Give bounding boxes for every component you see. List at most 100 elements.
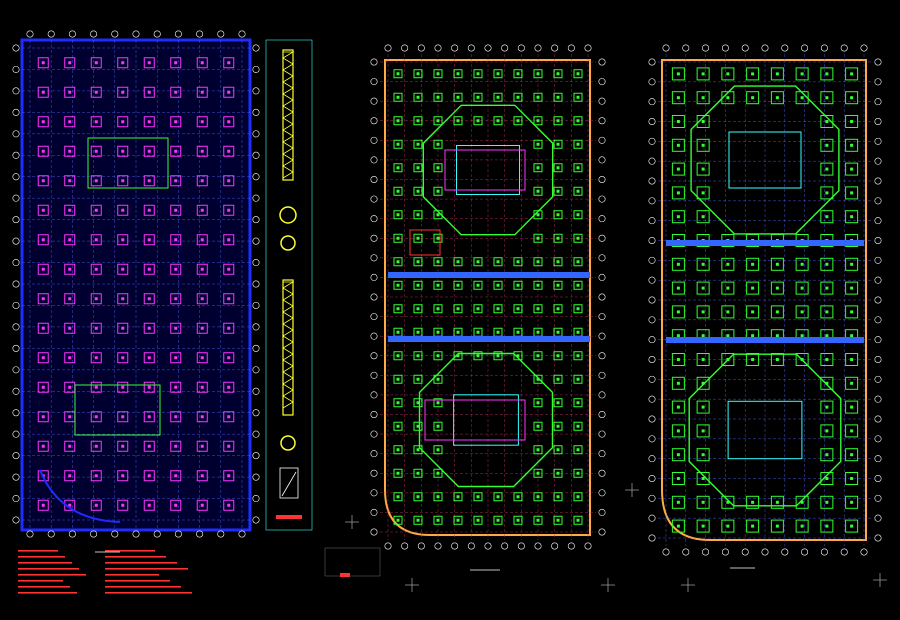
column-core [556, 72, 560, 76]
column-core [576, 142, 580, 146]
column-core [436, 471, 440, 475]
axis-bubble-right [598, 469, 606, 477]
axis-bubble-top [534, 44, 542, 52]
column-core [825, 143, 829, 147]
column-core [68, 238, 72, 242]
column-core [516, 119, 520, 123]
column-core [396, 448, 400, 452]
axis-bubble-right [252, 323, 260, 331]
axis-bubble-left [370, 489, 378, 497]
panel3-columns [671, 67, 859, 533]
column-block [170, 57, 182, 69]
column-core [200, 474, 204, 478]
rebar-zigzag-bottom [282, 281, 295, 409]
column-block [746, 67, 760, 81]
pile-section-circle-3 [280, 435, 296, 451]
note-line-left [18, 574, 86, 576]
column-core [416, 260, 420, 264]
note-line-right [105, 586, 181, 588]
column-block [90, 86, 102, 98]
axis-bubble-left [648, 98, 656, 106]
column-core [536, 495, 540, 499]
column-block [553, 515, 563, 525]
column-block [533, 468, 543, 478]
column-core [825, 358, 829, 361]
column-core [576, 448, 580, 452]
column-core [516, 495, 520, 499]
column-core [68, 415, 72, 419]
column-core [556, 354, 560, 358]
column-block [196, 381, 208, 393]
column-block [553, 398, 563, 408]
column-core [576, 236, 580, 240]
axis-bubble-left [12, 194, 20, 202]
column-core [536, 330, 540, 334]
column-core [825, 500, 829, 504]
axis-bubble-left [370, 136, 378, 144]
column-block [117, 322, 129, 334]
column-block [453, 351, 463, 361]
column-block [573, 186, 583, 196]
core-room [456, 145, 520, 195]
column-block [196, 263, 208, 275]
column-core [676, 96, 680, 100]
column-block [533, 139, 543, 149]
axis-bubble-left [12, 259, 20, 267]
column-block [553, 92, 563, 102]
column-core [174, 90, 178, 94]
axis-bubble-right [252, 173, 260, 181]
column-block [671, 186, 685, 200]
column-core [536, 260, 540, 264]
column-block [513, 92, 523, 102]
column-block [553, 374, 563, 384]
axis-bubble-right [598, 117, 606, 125]
axis-bubble-top [132, 30, 140, 38]
panel2-legend-box [324, 547, 381, 577]
axis-bubble-bottom [68, 530, 76, 538]
column-block [493, 280, 503, 290]
column-core [701, 167, 705, 171]
column-core [701, 500, 705, 504]
axis-bubble-bottom [90, 530, 98, 538]
column-block [223, 411, 235, 423]
column-block [820, 376, 834, 390]
column-block [453, 257, 463, 267]
rebar-zigzag-top [282, 51, 295, 179]
column-block [493, 351, 503, 361]
column-core [227, 238, 231, 242]
axis-bubble-bottom [47, 530, 55, 538]
axis-bubble-bottom [840, 548, 848, 556]
column-block [845, 353, 859, 366]
axis-bubble-right [598, 430, 606, 438]
axis-bubble-top [801, 44, 809, 52]
column-core [41, 326, 45, 330]
axis-bubble-top [434, 44, 442, 52]
column-core [850, 453, 854, 457]
column-core [121, 385, 125, 389]
column-core [456, 354, 460, 358]
axis-bubble-right [252, 65, 260, 73]
column-core [174, 149, 178, 153]
column-block [553, 186, 563, 196]
column-core [396, 119, 400, 123]
column-block [196, 499, 208, 511]
column-core [676, 453, 680, 457]
column-block [845, 67, 859, 81]
section-detail-box [279, 467, 299, 499]
axis-bubble-left [370, 313, 378, 321]
column-core [41, 61, 45, 65]
axis-bubble-left [648, 197, 656, 205]
column-block [37, 145, 49, 157]
column-block [671, 353, 685, 366]
column-block [64, 175, 76, 187]
axis-bubble-left [370, 215, 378, 223]
column-block [117, 411, 129, 423]
axis-bubble-right [874, 395, 882, 403]
column-core [174, 415, 178, 419]
column-block [473, 492, 483, 502]
column-block [64, 263, 76, 275]
axis-bubble-top [384, 44, 392, 52]
axis-bubble-top [111, 30, 119, 38]
axis-bubble-left [648, 177, 656, 185]
note-line-left [18, 580, 63, 582]
